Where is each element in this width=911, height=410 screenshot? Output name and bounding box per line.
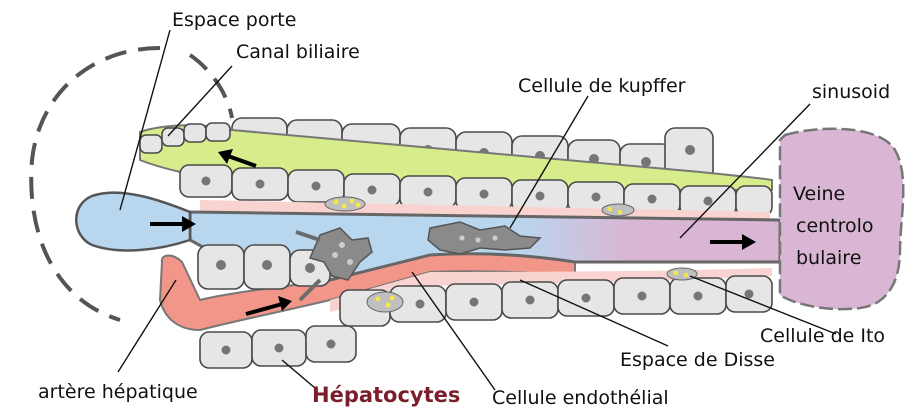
portal-space-outline [31, 48, 160, 320]
label-espace-porte: Espace porte [172, 9, 296, 31]
portal-space-outline-right [190, 55, 232, 118]
label-veine-3: bulaire [796, 247, 861, 269]
label-cellule-ito: Cellule de Ito [760, 325, 885, 347]
leader-artere [118, 280, 176, 372]
label-canal-biliaire: Canal biliaire [236, 41, 360, 63]
label-sinusoid: sinusoid [812, 81, 890, 103]
label-espace-disse: Espace de Disse [620, 349, 775, 371]
ito-cell-upper [325, 197, 365, 211]
portal-vein [76, 193, 190, 251]
ito-cell-lower [367, 292, 403, 312]
label-hepatocytes: Hépatocytes [312, 383, 460, 407]
label-cellule-kupffer: Cellule de kupffer [518, 75, 686, 97]
lower-hepatocyte-row [198, 245, 330, 289]
label-artere-hepatique: artère hépatique [38, 381, 198, 403]
lower-hepatocyte-row-3 [200, 326, 356, 368]
leader-espace-porte [120, 30, 170, 210]
ito-cell-mid [602, 204, 634, 216]
ito-cell-right [667, 268, 697, 280]
label-veine-1: Veine [793, 183, 845, 205]
label-veine-2: centrolo [796, 215, 874, 237]
label-cellule-endothelial: Cellule endothélial [492, 387, 669, 409]
